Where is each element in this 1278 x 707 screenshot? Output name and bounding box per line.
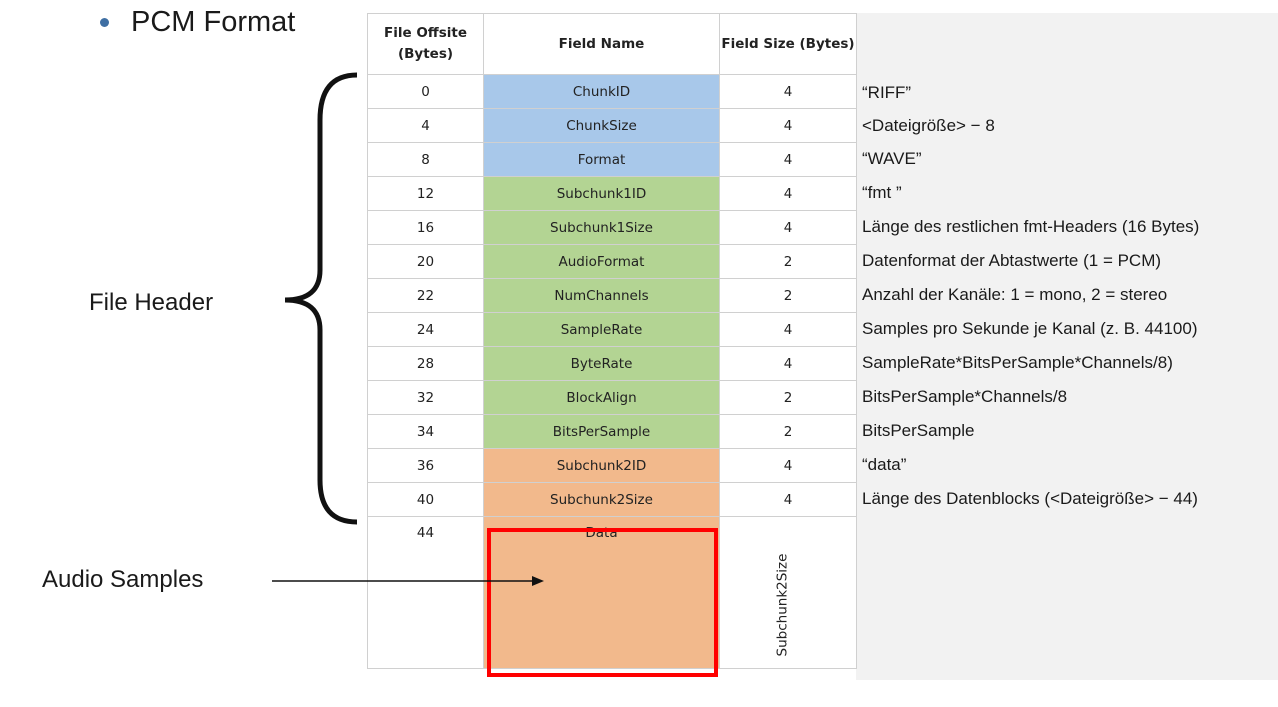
offset-cell: 32 bbox=[367, 380, 484, 415]
field-description: “data” bbox=[862, 455, 907, 474]
field-size-cell: 2 bbox=[719, 380, 857, 415]
field-description: BitsPerSample*Channels/8 bbox=[862, 387, 1068, 406]
field-description: Länge des restlichen fmt-Headers (16 Byt… bbox=[862, 217, 1200, 236]
field-name-cell: ChunkSize bbox=[483, 108, 720, 143]
field-size-cell: 4 bbox=[719, 108, 857, 143]
field-description: Datenformat der Abtastwerte (1 = PCM) bbox=[862, 251, 1162, 270]
field-size-cell: 2 bbox=[719, 414, 857, 449]
field-name-cell: ChunkID bbox=[483, 74, 720, 109]
offset-cell: 12 bbox=[367, 176, 484, 211]
wav-header-table: File Offsite (Bytes) Field Name Field Si… bbox=[367, 13, 857, 669]
offset-cell: 22 bbox=[367, 278, 484, 313]
field-description: Länge des Datenblocks (<Dateigröße> − 44… bbox=[862, 489, 1198, 508]
field-name-cell: Subchunk2Size bbox=[483, 482, 720, 517]
description-panel bbox=[856, 13, 1278, 680]
offset-cell: 4 bbox=[367, 108, 484, 143]
field-description: “WAVE” bbox=[862, 149, 922, 168]
field-name-cell: ByteRate bbox=[483, 346, 720, 381]
field-description: Samples pro Sekunde je Kanal (z. B. 4410… bbox=[862, 319, 1198, 338]
field-size-cell: 4 bbox=[719, 74, 857, 109]
offset-cell: 36 bbox=[367, 448, 484, 483]
field-description: SampleRate*BitsPerSample*Channels/8) bbox=[862, 353, 1173, 372]
offset-cell: 24 bbox=[367, 312, 484, 347]
field-size-cell: 4 bbox=[719, 142, 857, 177]
field-description: “fmt ” bbox=[862, 183, 902, 202]
field-description: BitsPerSample bbox=[862, 421, 975, 440]
field-name-cell: BitsPerSample bbox=[483, 414, 720, 449]
bullet-icon bbox=[100, 18, 109, 27]
field-size-cell: 2 bbox=[719, 278, 857, 313]
data-highlight-box bbox=[487, 528, 718, 677]
field-name-cell: AudioFormat bbox=[483, 244, 720, 279]
offset-cell: 44 bbox=[367, 516, 484, 669]
field-description: “RIFF” bbox=[862, 83, 912, 102]
field-size-cell: 2 bbox=[719, 244, 857, 279]
offset-cell: 16 bbox=[367, 210, 484, 245]
table-header-row: File Offsite (Bytes) Field Name Field Si… bbox=[367, 13, 857, 75]
field-description: Anzahl der Kanäle: 1 = mono, 2 = stereo bbox=[862, 285, 1168, 304]
audio-arrow-head bbox=[532, 576, 544, 586]
field-name-cell: Subchunk1Size bbox=[483, 210, 720, 245]
field-name-cell: Subchunk1ID bbox=[483, 176, 720, 211]
offset-cell: 28 bbox=[367, 346, 484, 381]
field-size-cell: 4 bbox=[719, 176, 857, 211]
field-size-cell: 4 bbox=[719, 210, 857, 245]
header-field-size: Field Size (Bytes) bbox=[719, 13, 857, 75]
slide-title: PCM Format bbox=[131, 6, 296, 38]
slide-title-row: PCM Format bbox=[100, 6, 295, 39]
file-header-label: File Header bbox=[89, 289, 214, 316]
data-size-cell bbox=[719, 516, 857, 669]
field-name-cell: SampleRate bbox=[483, 312, 720, 347]
audio-samples-label: Audio Samples bbox=[42, 566, 204, 593]
field-size-cell: 4 bbox=[719, 482, 857, 517]
field-name-cell: Subchunk2ID bbox=[483, 448, 720, 483]
field-description: <Dateigröße> − 8 bbox=[862, 116, 995, 135]
field-name-cell: BlockAlign bbox=[483, 380, 720, 415]
header-field-name: Field Name bbox=[483, 13, 720, 75]
field-size-cell: 4 bbox=[719, 346, 857, 381]
offset-cell: 34 bbox=[367, 414, 484, 449]
file-header-brace bbox=[284, 72, 358, 525]
field-size-cell: 4 bbox=[719, 448, 857, 483]
